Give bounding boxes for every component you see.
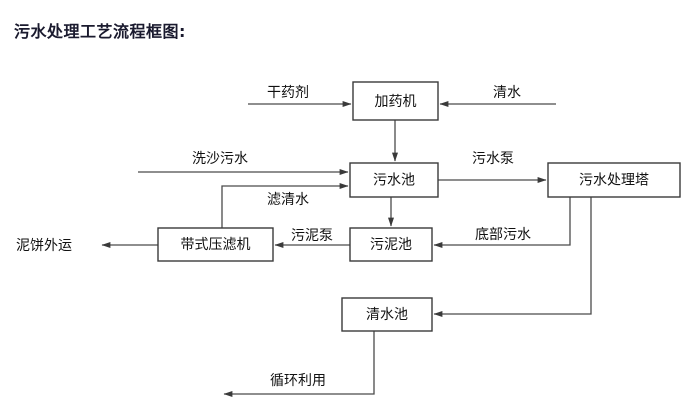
box-treatment-tower-rect xyxy=(547,162,681,198)
box-sludge-pool-label: 污泥池 xyxy=(370,237,412,253)
connector-filtrate-to-sewage xyxy=(221,183,349,228)
box-dosing[interactable]: 加药机 xyxy=(352,81,439,121)
box-clean-water-pool-label: 清水池 xyxy=(366,307,408,323)
edge-label-recycle: 循环利用 xyxy=(270,373,326,389)
box-sewage-pool[interactable]: 污水池 xyxy=(349,162,439,198)
edge-label-dry-agent: 干药剂 xyxy=(267,85,309,101)
box-treatment-tower-label: 污水处理塔 xyxy=(579,173,649,189)
box-clean-water-pool-rect xyxy=(341,297,433,332)
edge-label-sludge-pump: 污泥泵 xyxy=(291,228,333,244)
edge-label-sand-wash-sewage: 洗沙污水 xyxy=(192,151,248,167)
connector-bottom-sewage-to-sludge xyxy=(433,197,571,248)
box-sludge-pool[interactable]: 污泥池 xyxy=(349,227,433,262)
edge-label-filtrate: 滤清水 xyxy=(267,192,309,208)
box-belt-filter-press[interactable]: 带式压滤机 xyxy=(157,227,274,262)
terminal-label-mudcake-out: 泥饼外运 xyxy=(16,238,72,254)
edge-label-bottom-sewage: 底部污水 xyxy=(475,227,531,243)
connector-tower-to-clean xyxy=(433,197,592,317)
box-sewage-pool-label: 污水池 xyxy=(373,173,415,189)
box-belt-filter-press-rect xyxy=(157,227,274,262)
edge-label-sewage-pump: 污水泵 xyxy=(472,151,514,167)
box-dosing-label: 加药机 xyxy=(375,94,417,110)
connector-clean-to-recycle xyxy=(223,331,375,397)
page-title: 污水处理工艺流程框图: xyxy=(14,22,186,41)
box-treatment-tower[interactable]: 污水处理塔 xyxy=(547,162,681,198)
box-sludge-pool-rect xyxy=(349,227,433,262)
box-belt-filter-press-label: 带式压滤机 xyxy=(181,237,251,253)
box-clean-water-pool[interactable]: 清水池 xyxy=(341,297,433,332)
box-sewage-pool-rect xyxy=(349,162,439,198)
box-dosing-rect xyxy=(352,81,439,121)
edge-label-clear-water: 清水 xyxy=(493,85,521,101)
